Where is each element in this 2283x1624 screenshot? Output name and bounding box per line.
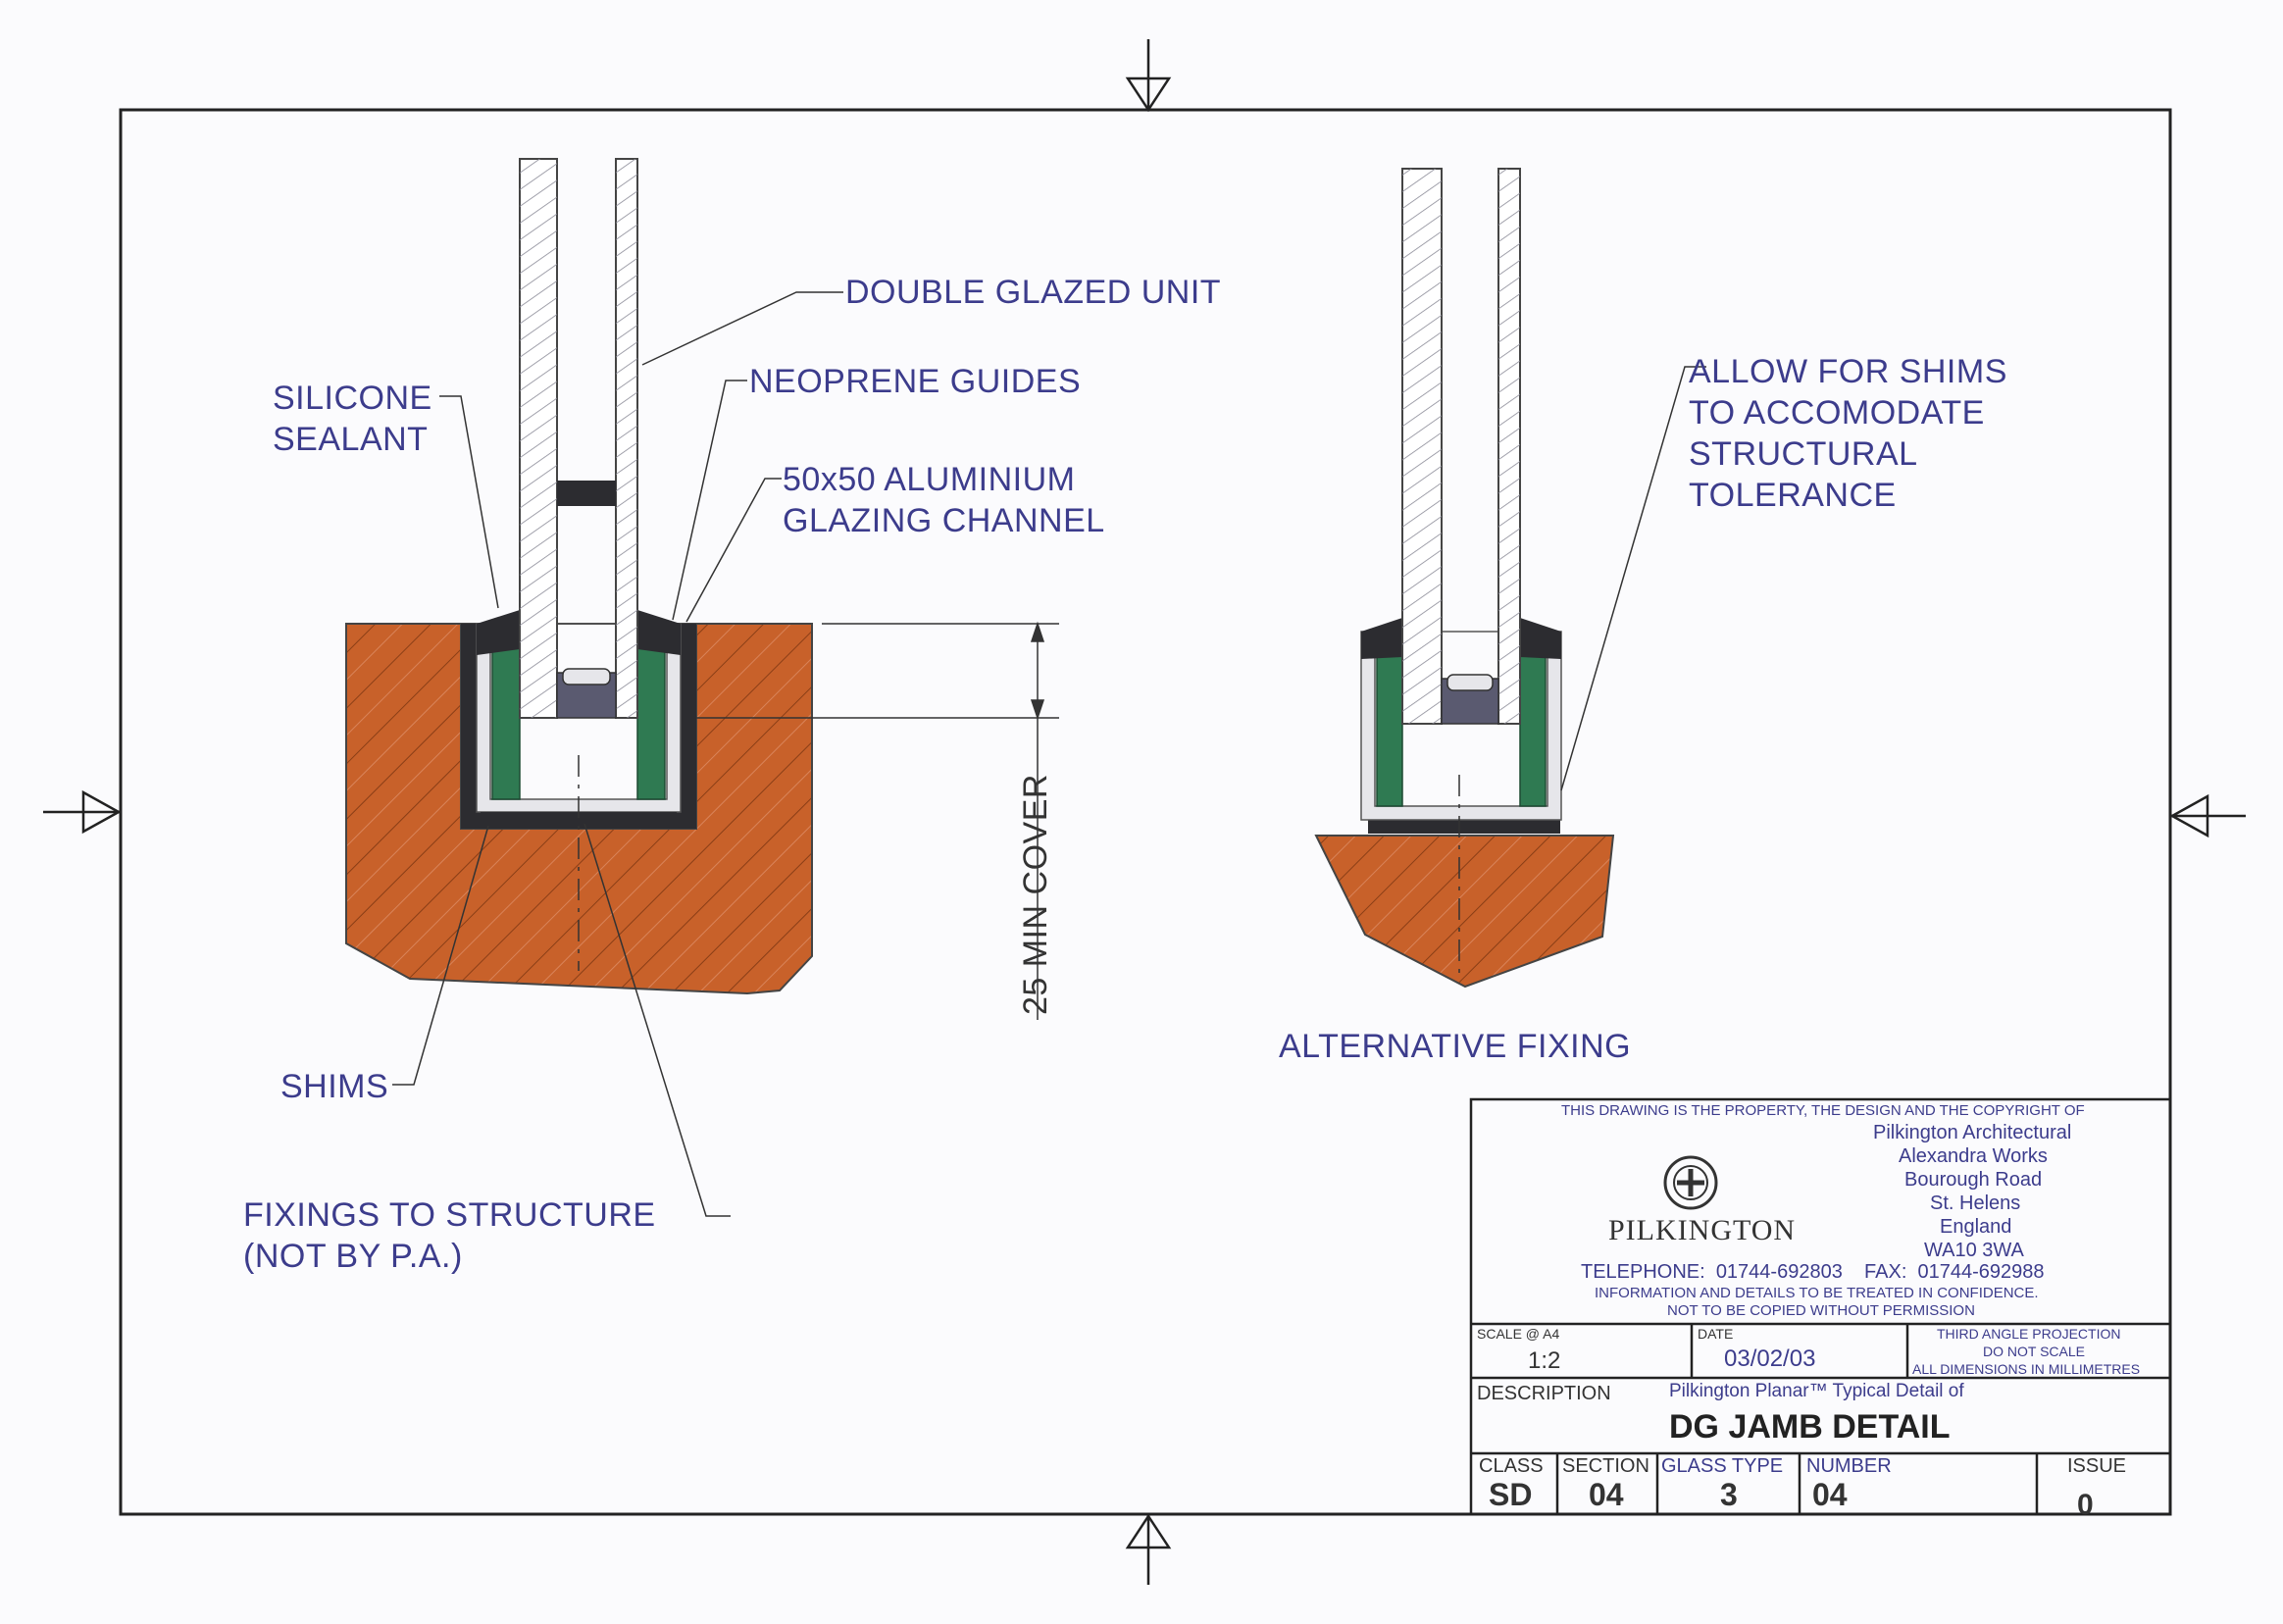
neoprene-guide-right [636,646,666,800]
section-marker-top [1125,39,1172,113]
tb-issue-label: ISSUE [2067,1455,2127,1477]
title-block-frame [1469,1097,2172,1516]
tb-copyright: THIS DRAWING IS THE PROPERTY, THE DESIGN… [1561,1102,2085,1119]
tb-projection-2: DO NOT SCALE [1983,1344,2085,1359]
tb-confidential-2: NOT TO BE COPIED WITHOUT PERMISSION [1667,1302,1975,1319]
tb-date-value: 03/02/03 [1724,1345,1816,1372]
unit-spacer [557,481,616,506]
tb-section-value: 04 [1589,1477,1624,1512]
label-fixings: FIXINGS TO STRUCTURE (NOT BY P.A.) [243,1196,656,1275]
tb-address-3: St. Helens [1930,1193,2021,1214]
label-min-cover: 25 MIN COVER [1017,774,1054,1015]
section-marker-bottom [1125,1513,1172,1585]
silicone-cap-left [477,610,520,655]
neoprene-guide-left [491,646,521,800]
label-double-glazed-unit: DOUBLE GLAZED UNIT [845,274,1222,311]
leader-lines-main [392,291,843,1217]
tb-confidential-1: INFORMATION AND DETAILS TO BE TREATED IN… [1595,1285,2039,1301]
alt-aluminium-channel [1360,631,1562,821]
pilkington-logo-icon [1663,1155,1718,1210]
tb-date-label: DATE [1698,1326,1734,1342]
tb-glass-type-value: 3 [1720,1477,1738,1512]
alt-leader-line [1560,366,1706,791]
silicone-cap-right [637,610,681,655]
tb-issue-value: 0 [2077,1489,2094,1521]
tb-class-label: CLASS [1479,1455,1544,1477]
cover-dimension [696,621,1059,1020]
tb-scale-label: SCALE @ A4 [1477,1326,1560,1342]
main-jamb-detail [345,158,1059,1217]
section-marker-right [2169,793,2246,838]
tb-address-4: England [1940,1216,2012,1238]
label-shims: SHIMS [280,1068,389,1105]
tb-scale-value: 1:2 [1528,1347,1561,1374]
label-neoprene-guides: NEOPRENE GUIDES [749,363,1082,400]
tb-glass-type-label: GLASS TYPE [1661,1455,1784,1477]
tb-section-label: SECTION [1562,1455,1649,1477]
tb-address-1: Alexandra Works [1899,1145,2048,1167]
alternative-fixing-detail [1314,168,1706,989]
section-marker-left [43,789,122,835]
tb-description-label: DESCRIPTION [1477,1383,1611,1404]
tb-projection-3: ALL DIMENSIONS IN MILLIMETRES [1912,1361,2141,1377]
tb-logo-text: PILKINGTON [1608,1214,1797,1246]
tb-projection-1: THIRD ANGLE PROJECTION [1937,1326,2121,1342]
tb-description-title: DG JAMB DETAIL [1669,1408,1951,1446]
label-alternative-fixing: ALTERNATIVE FIXING [1279,1028,1632,1065]
tb-class-value: SD [1489,1477,1533,1512]
tb-number-value: 04 [1812,1477,1848,1512]
tb-number-label: NUMBER [1806,1455,1892,1477]
label-aluminium-channel: 50x50 ALUMINIUM GLAZING CHANNEL [783,461,1105,539]
tb-address-2: Bourough Road [1904,1169,2043,1191]
tb-description-sub: Pilkington Planar™ Typical Detail of [1669,1381,1964,1401]
label-allow-shims: ALLOW FOR SHIMS TO ACCOMODATE STRUCTURAL… [1689,353,2007,514]
tb-company: Pilkington Architectural [1873,1122,2072,1143]
alt-timber-base [1314,835,1615,989]
aluminium-channel [476,623,682,813]
tb-telephone: TELEPHONE: 01744-692803 FAX: 01744-69298… [1581,1261,2045,1283]
tb-address-5: WA10 3WA [1924,1240,2024,1261]
label-silicone-sealant: SILICONE SEALANT [273,380,432,458]
